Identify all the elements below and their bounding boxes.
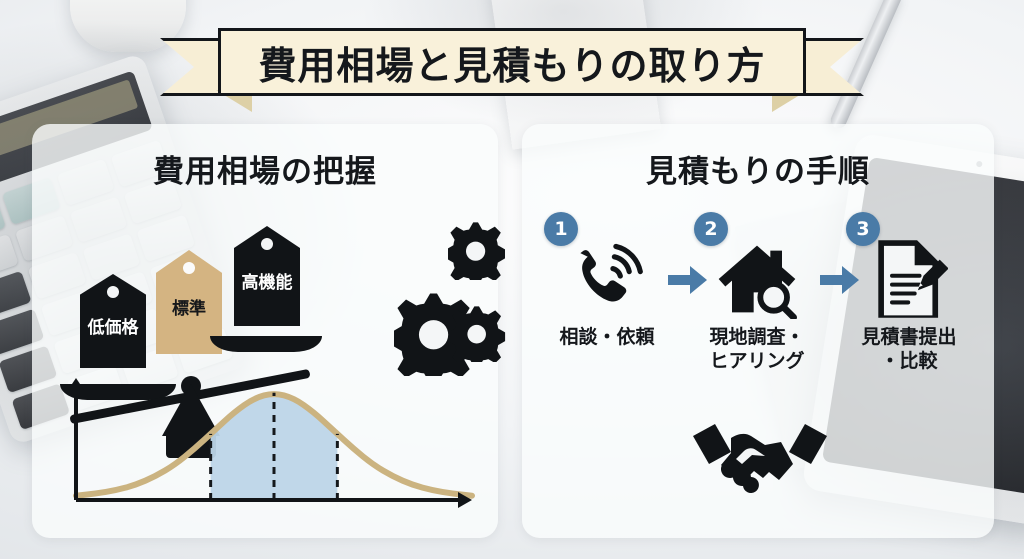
step-2: 2 現地調査・ ヒアリング bbox=[692, 212, 822, 374]
panel-left-title: 費用相場の把握 bbox=[153, 154, 377, 190]
price-tag-low-label: 低価格 bbox=[87, 318, 139, 339]
scale-pan-right bbox=[210, 336, 322, 352]
price-tag-low: 低価格 bbox=[80, 274, 146, 368]
panel-cost-overview: 費用相場の把握 低価格 標準 高機能 bbox=[32, 124, 506, 538]
house-search-icon bbox=[692, 236, 822, 322]
step-3-label: 見積書提出 ・比較 bbox=[844, 326, 974, 374]
step-1-number: 1 bbox=[544, 212, 578, 246]
handshake-icon bbox=[670, 410, 850, 506]
step-3-label-line2: ・比較 bbox=[880, 349, 938, 372]
panel-quote-steps: 見積もりの手順 1 相談・依頼 bbox=[522, 124, 994, 538]
tag-hole-icon bbox=[261, 238, 273, 250]
gears-cluster bbox=[352, 212, 522, 382]
price-tag-standard-label: 標準 bbox=[172, 299, 206, 320]
scale-pan-left bbox=[60, 384, 176, 400]
tag-hole-icon bbox=[183, 262, 195, 274]
step-1: 1 相談・依頼 bbox=[542, 212, 672, 350]
steps-row: 1 相談・依頼 2 bbox=[522, 212, 994, 372]
step-1-label: 相談・依頼 bbox=[559, 326, 655, 348]
gear-small-top-icon bbox=[448, 220, 508, 280]
step-3-number: 3 bbox=[846, 212, 880, 246]
panel-right-title: 見積もりの手順 bbox=[646, 154, 870, 190]
step-2-label: 現地調査・ ヒアリング bbox=[692, 326, 822, 374]
document-pen-icon bbox=[844, 236, 974, 322]
step-2-number: 2 bbox=[694, 212, 728, 246]
gear-small-bottom-icon bbox=[450, 304, 508, 362]
step-2-label-line2: ヒアリング bbox=[709, 349, 805, 372]
title-ribbon: 費用相場と見積もりの取り方 bbox=[160, 28, 864, 112]
ribbon-body: 費用相場と見積もりの取り方 bbox=[218, 28, 806, 96]
bell-curve-chart bbox=[50, 372, 480, 522]
arrow-right-icon bbox=[820, 264, 860, 296]
tag-hole-icon bbox=[107, 286, 119, 298]
phone-call-icon bbox=[542, 236, 672, 322]
price-tag-high-label: 高機能 bbox=[241, 273, 293, 294]
balance-scale: 低価格 標準 高機能 bbox=[60, 216, 332, 466]
step-2-label-line1: 現地調査・ bbox=[709, 326, 805, 348]
price-tag-high: 高機能 bbox=[234, 226, 300, 326]
page-title: 費用相場と見積もりの取り方 bbox=[258, 43, 766, 88]
step-3: 3 見積書提出 ・比較 bbox=[844, 212, 974, 374]
arrow-right-icon bbox=[668, 264, 708, 296]
step-3-label-line1: 見積書提出 bbox=[861, 326, 957, 348]
